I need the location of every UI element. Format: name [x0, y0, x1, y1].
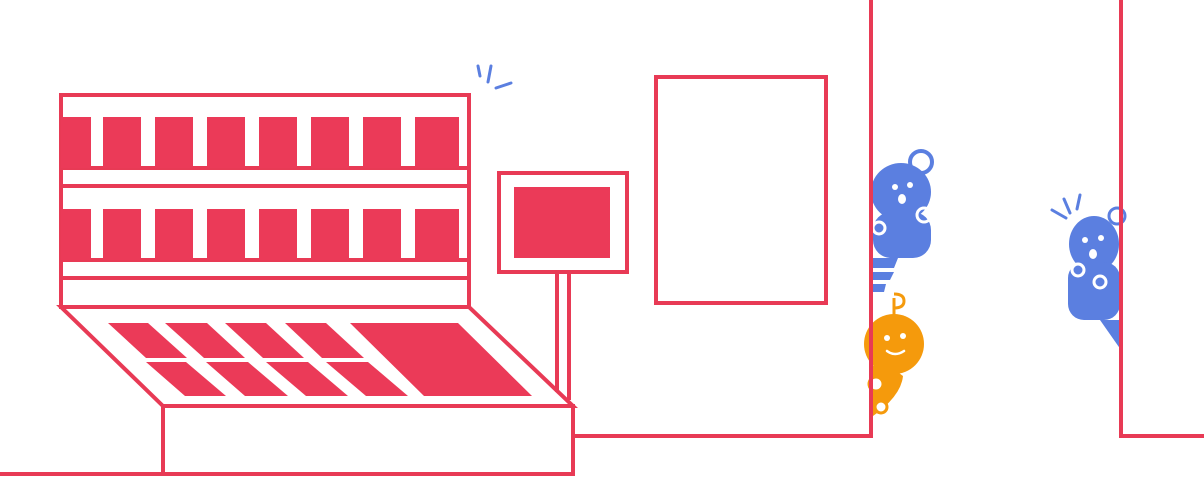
shelf-box [61, 209, 91, 260]
counter-base [161, 404, 575, 476]
shelf-box [415, 209, 459, 260]
counter-tile [146, 362, 226, 396]
shelf-box [103, 209, 141, 260]
shelf-box [207, 209, 245, 260]
shelf-box [311, 209, 349, 260]
shelf-boxes-row-2 [61, 209, 459, 260]
shelf-box [155, 117, 193, 168]
counter-tile-large [350, 323, 532, 396]
sparkle-icon [476, 64, 513, 90]
counter-tile [285, 323, 364, 358]
counter-tile [225, 323, 304, 358]
sparkle-icon [1050, 193, 1082, 220]
shelf-box [207, 117, 245, 168]
shelf-box [311, 117, 349, 168]
counter-tiles [108, 323, 532, 396]
wall-outline-right [1119, 0, 1204, 438]
sign-display [514, 187, 610, 258]
shelf-box [259, 209, 297, 260]
shelf-box [415, 117, 459, 168]
shelf-box [259, 117, 297, 168]
shelf-box [363, 209, 401, 260]
counter-tile [266, 362, 348, 396]
counter-tile [206, 362, 288, 396]
blue-character-right [1068, 206, 1127, 350]
wall-frame [654, 75, 828, 305]
counter-tile [165, 323, 245, 358]
shelf-box [363, 117, 401, 168]
shelf-box [103, 117, 141, 168]
shelf-boxes-row-1 [61, 117, 459, 168]
shelf-box [155, 209, 193, 260]
sign-board [497, 171, 629, 274]
counter-tile [108, 323, 187, 358]
shelf-box [61, 117, 91, 168]
counter-tile [326, 362, 408, 396]
blue-character [871, 149, 934, 292]
